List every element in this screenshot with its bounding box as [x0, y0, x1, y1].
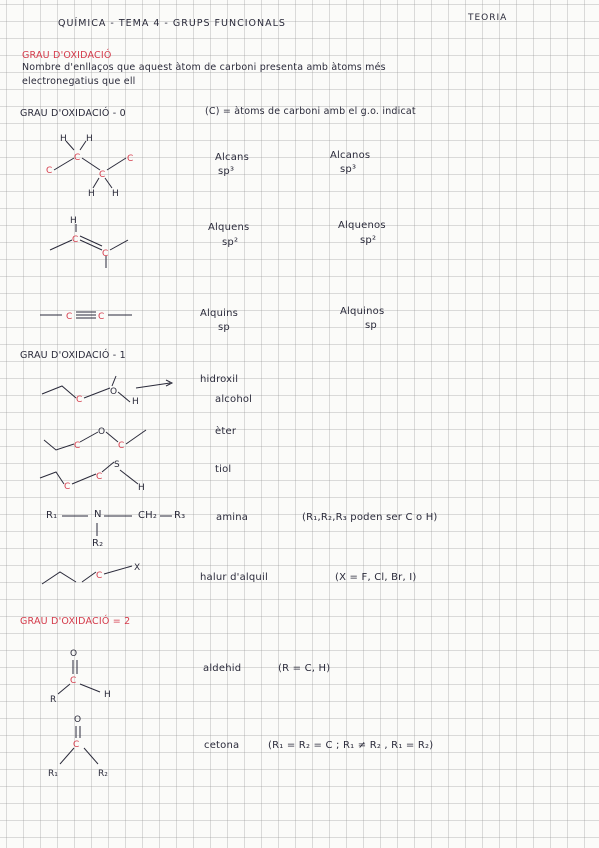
alkane-hyb-es: sp³: [340, 164, 357, 175]
section-heading-grau-2: GRAU D'OXIDACIÓ = 2: [20, 616, 131, 627]
hydroxyl-label: hidroxil: [200, 374, 239, 385]
alkene-h: H: [70, 216, 77, 226]
alkyl-halide-note: (X = F, Cl, Br, I): [335, 572, 417, 583]
ether-label: èter: [215, 426, 237, 437]
thiol-s: S: [114, 460, 120, 470]
aldehyde-note: (R = C, H): [278, 663, 331, 674]
amine-note: (R₁,R₂,R₃ poden ser C o H): [302, 512, 438, 523]
alkyl-halide-x: X: [134, 563, 140, 573]
ketone-c: C: [73, 740, 79, 750]
ether-structure: [43, 429, 147, 451]
alkyl-halide-label: halur d'alquil: [200, 572, 268, 583]
alcohol-h: H: [132, 397, 139, 407]
ketone-o: O: [74, 715, 81, 725]
ketone-note: (R₁ = R₂ = C ; R₁ ≠ R₂ , R₁ = R₂): [268, 740, 434, 751]
thiol-c2: C: [96, 472, 102, 482]
amine-r1: R₁: [46, 510, 58, 521]
ketone-r1: R₁: [48, 769, 58, 779]
alkyne-hyb-ca: sp: [218, 322, 230, 333]
page-title: QUÍMICA - TEMA 4 - GRUPS FUNCIONALS: [58, 18, 286, 29]
section-heading-grau-0: GRAU D'OXIDACIÓ - 0: [20, 108, 126, 119]
thiol-structure: [39, 461, 139, 485]
thiol-label: tiol: [215, 464, 232, 475]
page-tag: TEORIA: [468, 13, 508, 23]
alcohol-structure: [41, 375, 174, 403]
aldehyde-o: O: [70, 649, 77, 659]
alcohol-label: alcohol: [215, 394, 253, 405]
alkene-hyb-es: sp²: [360, 235, 377, 246]
alkyne-hyb-es: sp: [365, 320, 377, 331]
alkane-name-ca: Alcans: [215, 152, 249, 163]
amine-r3: R₃: [174, 510, 186, 521]
alkane-structure: [53, 140, 127, 189]
definition-line-1: Nombre d'enllaços que aquest àtom de car…: [22, 62, 386, 73]
aldehyde-c: C: [70, 676, 76, 686]
ketone-label: cetona: [204, 740, 240, 751]
alkyne-structure: [40, 311, 132, 319]
aldehyde-label: aldehid: [203, 663, 242, 674]
alkane-name-es: Alcanos: [330, 150, 371, 161]
aldehyde-structure: [57, 660, 101, 695]
section-heading-oxidation-state: GRAU D'OXIDACIÓ: [22, 50, 112, 61]
aldehyde-r: R: [50, 695, 56, 705]
alkane-h1: H: [60, 134, 67, 144]
alkyl-halide-c: C: [96, 571, 102, 581]
definition-line-2: electronegatius que ell: [22, 76, 136, 87]
aldehyde-h: H: [104, 690, 111, 700]
amine-label: amina: [216, 512, 249, 523]
alkene-structure: [49, 224, 129, 268]
ketone-structure: [59, 726, 99, 765]
amine-r2: R₂: [92, 538, 104, 549]
amine-bonds: [62, 515, 172, 536]
thiol-h: H: [138, 483, 145, 493]
alcohol-c: C: [76, 395, 82, 405]
ketone-r2: R₂: [98, 769, 108, 779]
section-heading-grau-1: GRAU D'OXIDACIÓ - 1: [20, 350, 126, 361]
alkane-c2: C: [74, 153, 80, 163]
alkane-h2: H: [86, 134, 93, 144]
ether-o: O: [98, 427, 105, 437]
amine-ch2: CH₂: [138, 510, 158, 521]
alkane-c3: C: [99, 170, 105, 180]
alkane-h3: H: [88, 189, 95, 199]
alkane-c4: C: [127, 154, 133, 164]
alkane-h4: H: [112, 189, 119, 199]
alkyne-c1: C: [66, 312, 72, 322]
alkene-hyb-ca: sp²: [222, 237, 239, 248]
alkene-c1: C: [72, 235, 78, 245]
alkyne-name-ca: Alquins: [200, 308, 239, 319]
alkyl-halide-structure: [41, 565, 133, 585]
alkene-c2: C: [102, 249, 108, 259]
grau-0-note: (C) = àtoms de carboni amb el g.o. indic…: [205, 106, 416, 117]
amine-n: N: [94, 509, 102, 520]
alkene-name-ca: Alquens: [208, 222, 250, 233]
thiol-c1: C: [64, 482, 70, 492]
alkane-c1: C: [46, 166, 52, 176]
alkyne-c2: C: [98, 312, 104, 322]
alkene-name-es: Alquenos: [338, 220, 386, 231]
ether-c2: C: [118, 441, 124, 451]
alcohol-o: O: [110, 387, 117, 397]
ether-c1: C: [74, 441, 80, 451]
alkane-hyb-ca: sp³: [218, 166, 235, 177]
alkyne-name-es: Alquinos: [340, 306, 385, 317]
